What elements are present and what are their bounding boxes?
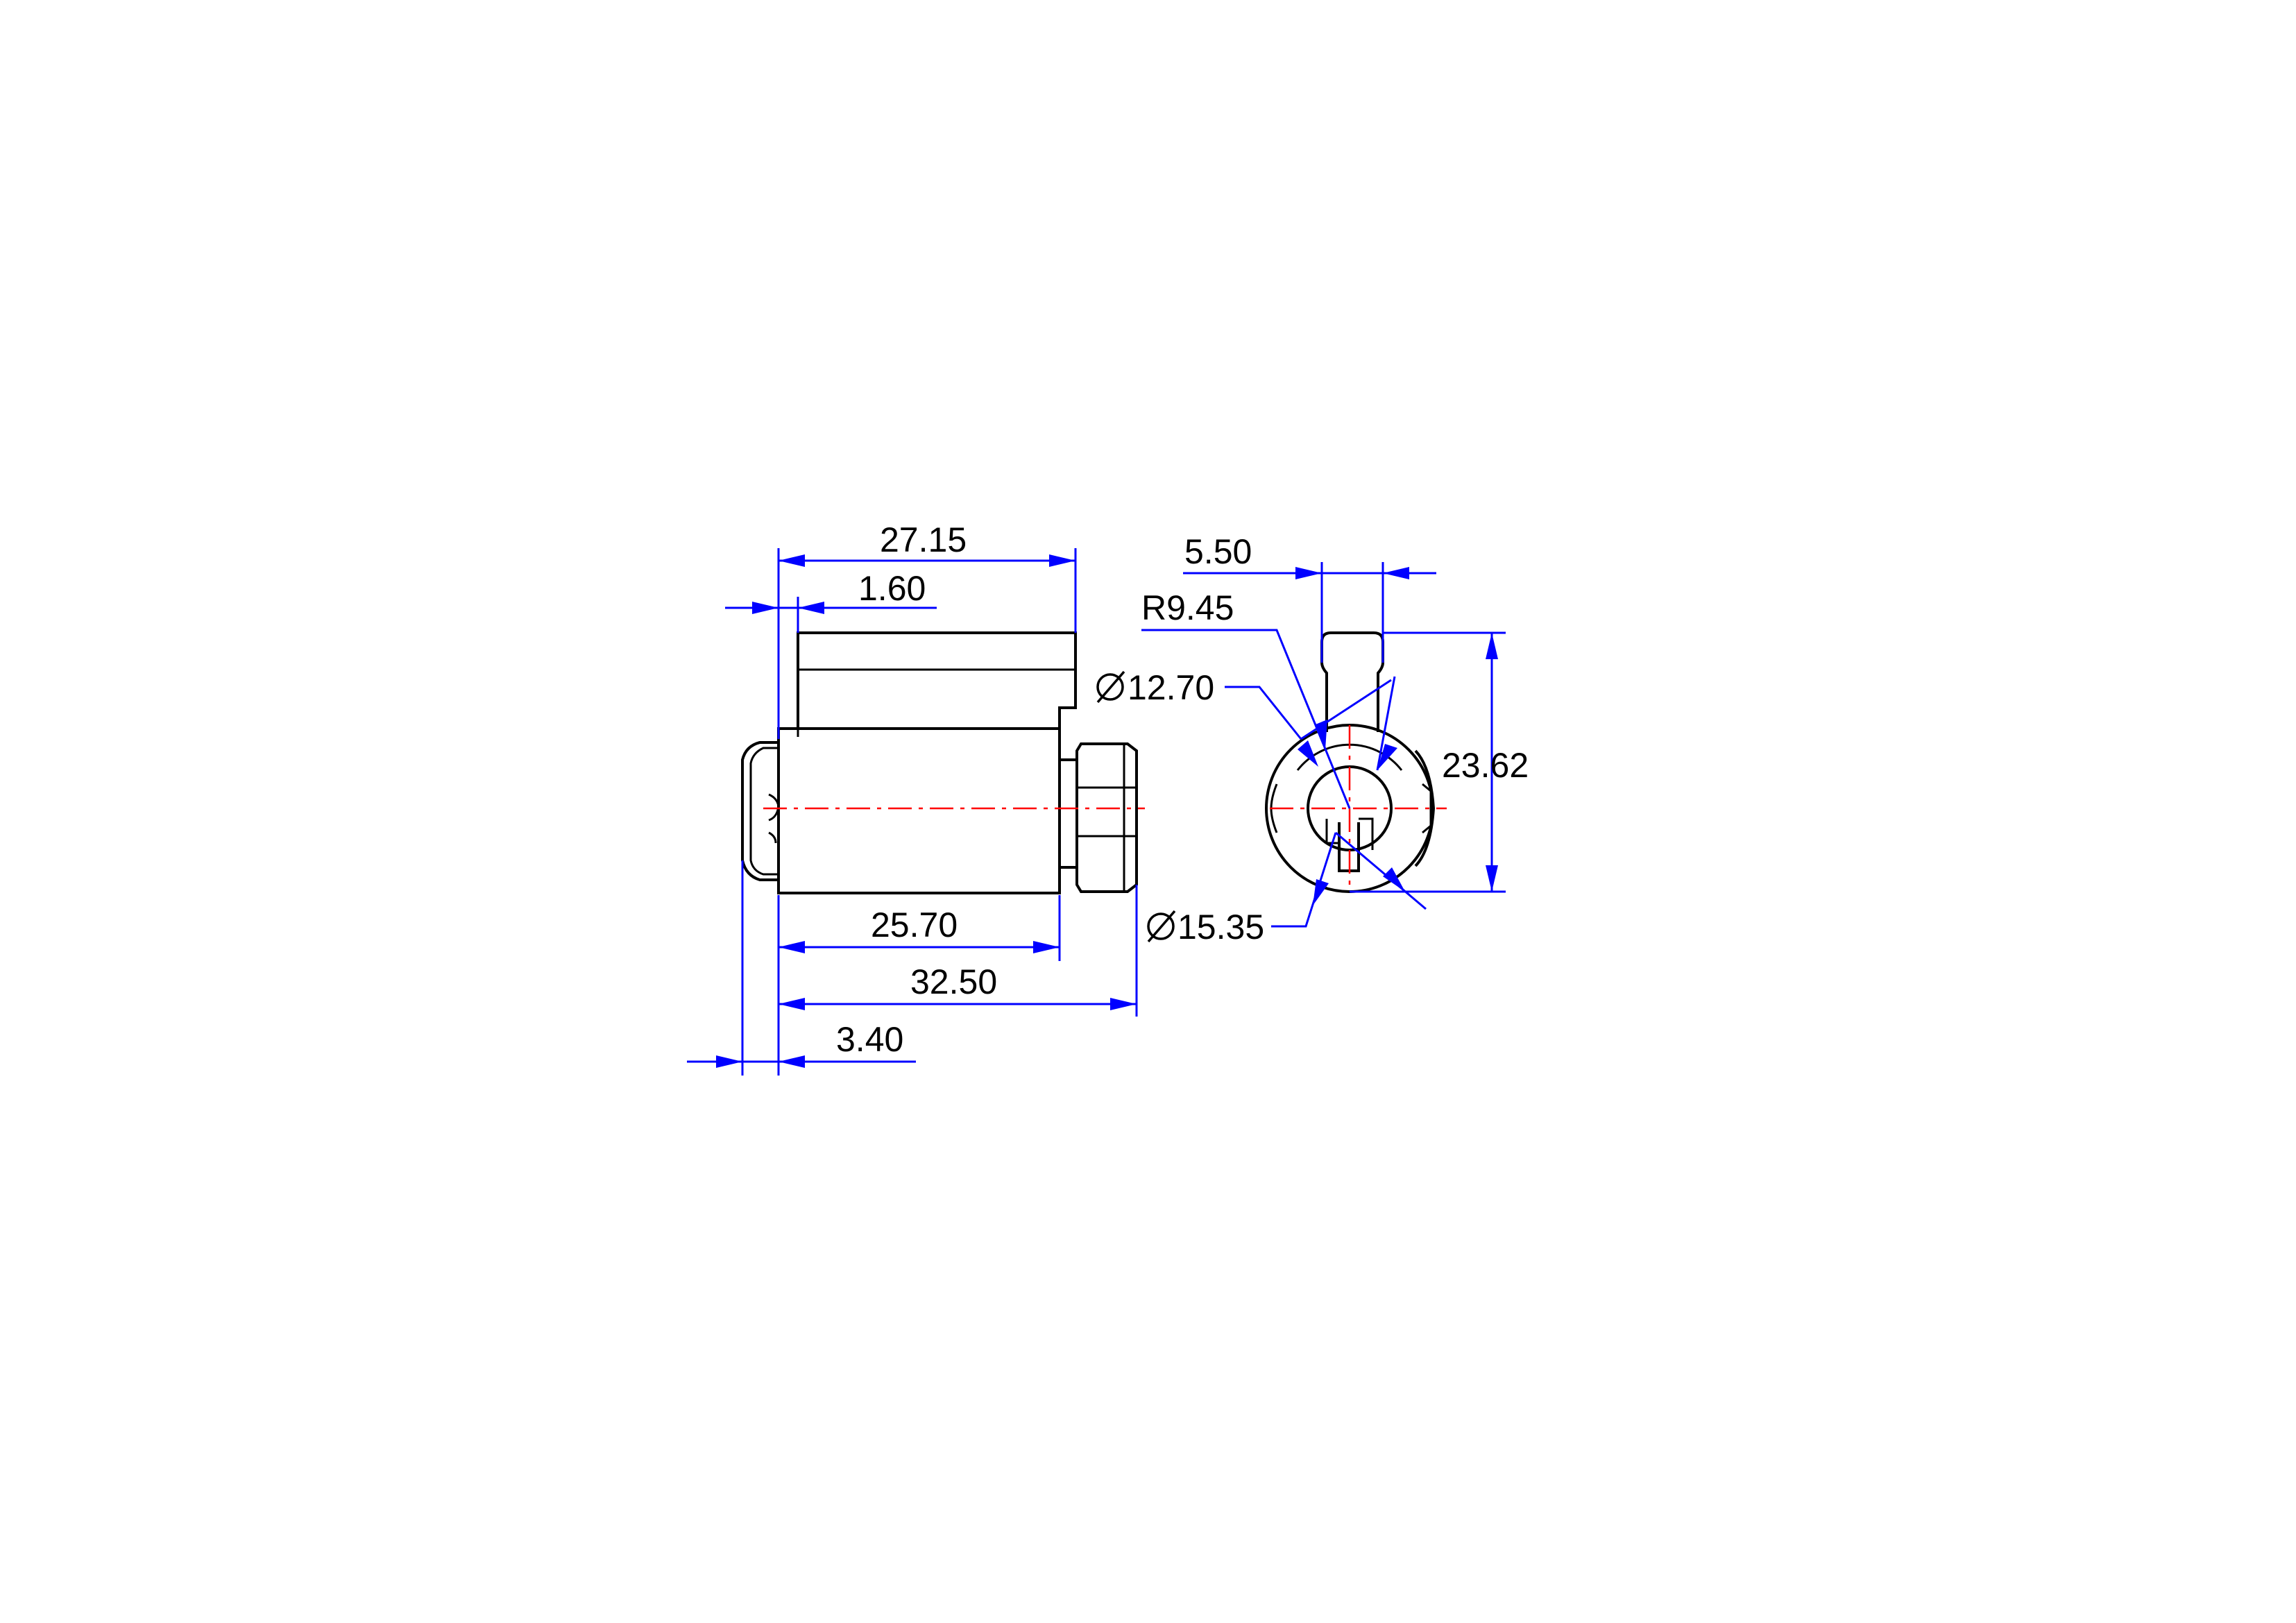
side-view-keyway-detail-2: [768, 831, 777, 844]
front-view-right-lug: [1414, 749, 1436, 867]
dim-32-50-text: 32.50: [910, 962, 997, 1001]
dim-r9-45-text: R9.45: [1141, 588, 1234, 627]
dim-1-60: 1.60: [725, 569, 937, 633]
dim-1-60-text: 1.60: [858, 569, 926, 608]
dim-dia-15-35: 15.35: [1147, 831, 1427, 946]
dim-23-62: 23.62: [1350, 631, 1529, 893]
dim-3-40: 3.40: [687, 860, 916, 1076]
side-view-face-cap-inner: [749, 747, 779, 876]
front-view-top-tab: [1320, 631, 1384, 732]
diameter-slash-12-70: [1096, 670, 1125, 704]
diameter-symbol-12-70: [1096, 673, 1124, 701]
dimensions: 27.15 1.60 25.70 32.50: [687, 520, 1529, 1076]
diameter-slash-15-35: [1147, 910, 1176, 943]
side-view-face-cap: [741, 741, 779, 881]
dim-dia-12-70: 12.70: [1096, 668, 1397, 771]
dim-3-40-text: 3.40: [836, 1020, 903, 1059]
side-view-top-tab: [797, 631, 1077, 729]
diameter-symbol-15-35: [1147, 912, 1175, 940]
dim-dia-15-35-text: 15.35: [1177, 908, 1264, 946]
side-view-right-nut: [1075, 742, 1138, 893]
dim-25-70: 25.70: [779, 895, 1061, 961]
dim-25-70-text: 25.70: [871, 906, 958, 944]
dim-23-62-text: 23.62: [1442, 746, 1529, 785]
front-view: [1265, 631, 1447, 893]
front-view-key-slot-outer: [1325, 817, 1374, 850]
dim-27-15-text: 27.15: [880, 520, 967, 559]
dim-5-50-text: 5.50: [1184, 532, 1252, 571]
front-view-right-notch: [1422, 783, 1432, 834]
side-view-cylinder-body: [777, 727, 1061, 894]
dim-r9-45: R9.45: [1141, 588, 1351, 809]
side-view: [741, 631, 1145, 894]
dim-5-50: 5.50: [1183, 532, 1436, 663]
dim-dia-12-70-text: 12.70: [1128, 668, 1214, 707]
dim-32-50: 32.50: [777, 885, 1138, 1076]
side-view-right-collar: [1060, 758, 1078, 869]
dim-27-15: 27.15: [777, 520, 1077, 739]
side-view-keyway-detail: [768, 793, 780, 822]
